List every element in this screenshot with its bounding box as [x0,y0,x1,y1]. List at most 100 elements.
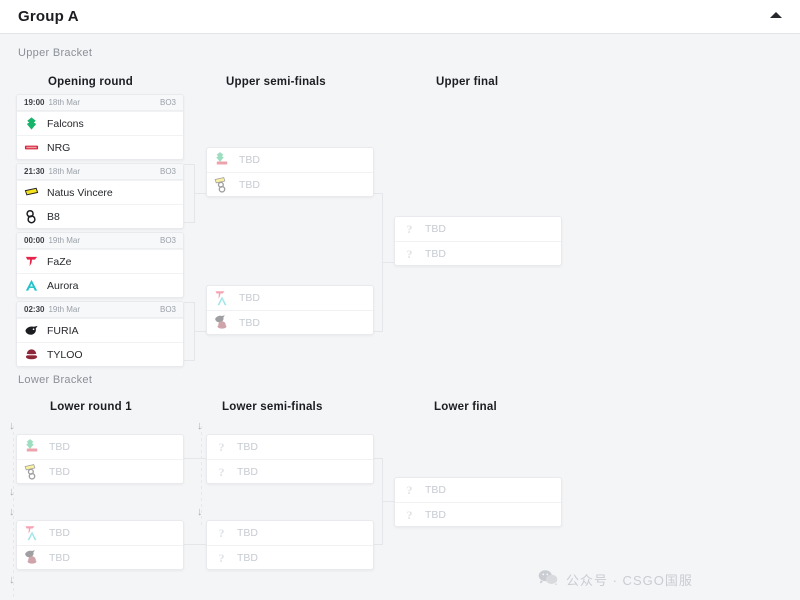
match-header: 00:00 19th Mar BO3 [17,233,183,249]
match-time: 00:00 [24,236,45,245]
team-name: TBD [425,247,446,260]
team-name: TBD [239,292,260,304]
connector [184,458,194,459]
match-card[interactable]: 00:00 19th Mar BO3 FaZe Aurora [16,232,184,298]
faze-logo [24,254,39,269]
team-row[interactable]: TBD [17,435,183,459]
match-card[interactable]: TBD TBD [16,520,184,570]
team-row[interactable]: ? TBD [395,502,561,526]
team-row[interactable]: ? TBD [207,459,373,483]
team-name: TBD [237,527,258,539]
team-row[interactable]: Aurora [17,273,183,297]
match-date: 19th Mar [48,236,81,245]
aurora-logo [26,529,38,547]
connector [194,331,206,332]
match-date: 18th Mar [48,98,81,107]
team-row[interactable]: Falcons [17,111,183,135]
team-name: Natus Vincere [47,186,113,199]
team-row[interactable]: TBD [207,148,373,172]
team-row[interactable]: TBD [17,545,183,569]
match-date: 19th Mar [48,305,81,314]
match-header: 19:00 18th Mar BO3 [17,95,183,111]
question-icon: ? [406,507,413,522]
connector [184,302,194,303]
question-icon: ? [218,550,225,565]
team-name: B8 [47,210,60,223]
match-time: 21:30 [24,167,45,176]
match-card[interactable]: ? TBD ? TBD [206,520,374,570]
match-card[interactable]: ? TBD ? TBD [206,434,374,484]
navi-logo [24,185,39,200]
team-name: FURIA [47,324,79,337]
falcons-logo [24,437,36,455]
group-header[interactable]: Group A [0,0,800,34]
question-icon: ? [406,246,413,261]
round-title-upper-semis: Upper semi-finals [226,76,326,88]
team-row[interactable]: Natus Vincere [17,180,183,204]
match-card[interactable]: TBD TBD [206,147,374,197]
match-card[interactable]: TBD TBD [16,434,184,484]
connector [194,544,206,545]
match-time: 19:00 [24,98,45,107]
connector [194,458,206,459]
watermark-text: 公众号 · CSGO国服 [566,572,693,588]
match-card[interactable]: ? TBD ? TBD [394,477,562,527]
match-card[interactable]: 02:30 19th Mar BO3 FURIA TYLOO [16,301,184,367]
connector [184,360,194,361]
match-card[interactable]: TBD TBD [206,285,374,335]
match-card[interactable]: 21:30 18th Mar BO3 Natus Vincere B8 [16,163,184,229]
b8-logo [216,180,228,196]
team-row[interactable]: NRG [17,135,183,159]
team-logo-stack [24,549,41,566]
aurora-logo [216,294,228,312]
upper-bracket-label: Upper Bracket [18,47,93,59]
team-name: TBD [239,316,260,329]
nrg-logo [24,140,39,155]
team-logo-stack [214,176,231,193]
team-name: NRG [47,141,71,154]
team-row[interactable]: B8 [17,204,183,228]
team-name: TBD [425,508,446,521]
team-row[interactable]: TBD [17,459,183,483]
connector [372,193,382,194]
team-logo-stack [214,314,231,331]
round-title-opening: Opening round [48,76,134,88]
team-logo-stack [214,151,231,169]
connector [382,501,394,502]
team-row[interactable]: ? TBD [207,435,373,459]
team-row[interactable]: ? TBD [207,545,373,569]
connector [372,544,382,545]
team-row[interactable]: TBD [207,172,373,196]
team-row[interactable]: FURIA [17,318,183,342]
arrow-down-icon: ↓ [197,420,203,432]
team-row[interactable]: ? TBD [207,521,373,545]
chevron-up-icon[interactable] [770,12,782,18]
question-icon: ? [218,464,225,479]
team-row[interactable]: TBD [17,521,183,545]
arrow-down-icon: ↓ [9,506,15,518]
team-row[interactable]: ? TBD [395,217,561,241]
team-row[interactable]: TBD [207,286,373,310]
nrg-logo [26,443,38,461]
team-row[interactable]: TYLOO [17,342,183,366]
team-row[interactable]: TBD [207,310,373,334]
connector [184,164,194,165]
question-icon: ? [218,526,225,540]
team-row[interactable]: FaZe [17,249,183,273]
page-title: Group A [18,8,79,25]
match-card[interactable]: 19:00 18th Mar BO3 Falcons NRG [16,94,184,160]
team-row[interactable]: ? TBD [395,241,561,265]
round-title-lower-round-1: Lower round 1 [50,401,132,413]
nrg-logo [216,156,228,174]
match-format: BO3 [159,236,176,245]
lower-bracket-label: Lower Bracket [18,374,93,386]
drop-line [201,426,202,526]
team-name: FaZe [47,255,72,268]
match-header: 21:30 18th Mar BO3 [17,164,183,180]
match-card[interactable]: ? TBD ? TBD [394,216,562,266]
team-name: TBD [49,465,70,478]
team-logo-stack [24,525,41,542]
team-logo-stack [24,463,41,480]
team-row[interactable]: ? TBD [395,478,561,502]
match-header: 02:30 19th Mar BO3 [17,302,183,318]
